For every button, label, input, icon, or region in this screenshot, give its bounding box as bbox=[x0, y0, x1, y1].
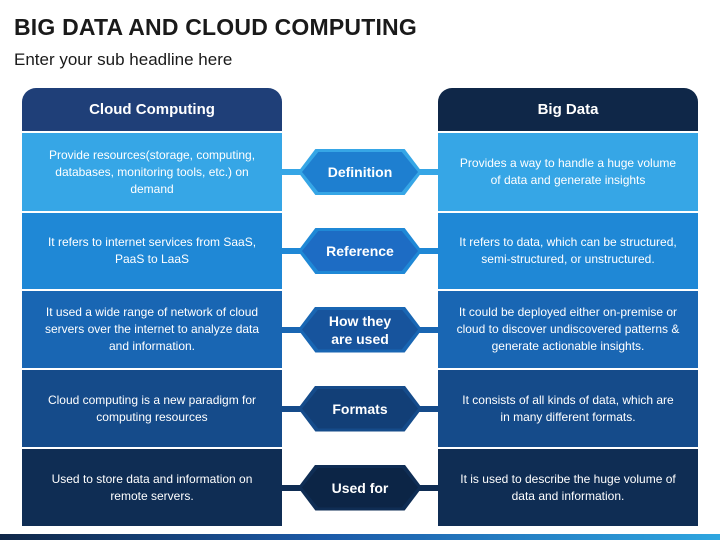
cloud-computing-cell: Used to store data and information on re… bbox=[22, 449, 282, 526]
row-label: Definition bbox=[302, 152, 418, 192]
row-label: How they are used bbox=[302, 309, 418, 350]
page-title: BIG DATA AND CLOUD COMPUTING bbox=[14, 14, 417, 40]
row-label-hexagon: Definition bbox=[298, 149, 422, 195]
big-data-header: Big Data bbox=[438, 88, 698, 131]
row-label-hexagon: Reference bbox=[298, 228, 422, 274]
big-data-cell: Provides a way to handle a huge volume o… bbox=[438, 133, 698, 211]
cloud-computing-cell: Provide resources(storage, computing, da… bbox=[22, 133, 282, 211]
row-label-hexagon: Used for bbox=[298, 464, 422, 511]
big-data-cell: It could be deployed either on-premise o… bbox=[438, 291, 698, 368]
big-data-cell: It consists of all kinds of data, which … bbox=[438, 370, 698, 447]
cloud-computing-cell: It used a wide range of network of cloud… bbox=[22, 291, 282, 368]
cloud-computing-header: Cloud Computing bbox=[22, 88, 282, 131]
page-subtitle: Enter your sub headline here bbox=[14, 50, 233, 69]
row-label: Formats bbox=[302, 388, 418, 429]
cloud-computing-cell: Cloud computing is a new paradigm for co… bbox=[22, 370, 282, 447]
cloud-computing-cell: It refers to internet services from SaaS… bbox=[22, 213, 282, 289]
big-data-cell: It is used to describe the huge volume o… bbox=[438, 449, 698, 526]
row-label: Used for bbox=[302, 467, 418, 508]
row-label-hexagon: Formats bbox=[298, 385, 422, 432]
row-label: Reference bbox=[302, 231, 418, 271]
big-data-cell: It refers to data, which can be structur… bbox=[438, 213, 698, 289]
row-label-hexagon: How they are used bbox=[298, 306, 422, 353]
footer-bar bbox=[0, 534, 720, 540]
